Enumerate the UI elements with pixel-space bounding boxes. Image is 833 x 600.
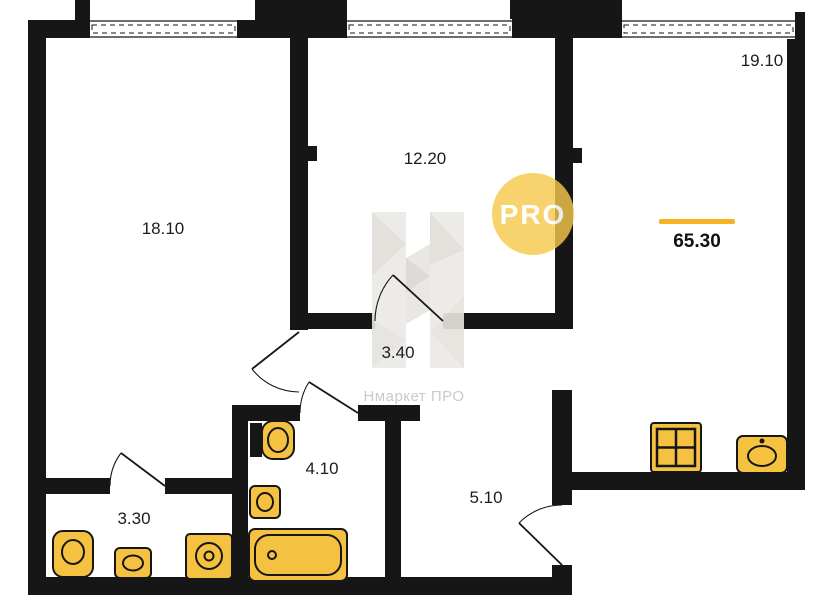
wc-toilet-inner [61,539,85,565]
h-logo-facet [406,258,430,292]
h-logo-facet [372,320,406,368]
room-area-label: 3.30 [117,509,150,528]
door-living-wc [109,452,166,487]
bathtub-icon [248,528,348,582]
wall-wc-top [28,478,110,494]
door-leaf [518,522,563,566]
wc-toilet-icon [52,530,94,591]
toilet-tank [250,423,262,457]
room-area-label: 12.20 [404,149,447,168]
door-swing-arc [251,368,300,393]
wall-hall-bottom [232,405,300,421]
total-area-accent-line [659,219,735,224]
watermark-pro-badge: PRO [492,173,574,255]
wc-sink-body [114,547,152,579]
wall-entrance [552,565,572,595]
door-leaf [392,274,444,322]
kitchen-sink-bowl [747,445,777,467]
kitchen-sink-body [736,435,788,474]
sink-body [249,485,281,519]
bathroom-sink-icon [249,485,281,519]
window-bedroom [347,19,512,39]
door-hall-living [251,331,300,393]
washer-drum [195,542,223,570]
wall-pier [510,0,622,38]
toilet-icon [250,420,295,460]
watermark-brand-text: Нмаркет ПРО [363,388,464,405]
h-logo-facet [372,212,406,276]
wall-bottom-left [28,577,572,595]
h-logo-facet [430,296,464,368]
wall-bathroom-right [385,421,401,595]
wc-sink-bowl [122,554,144,572]
wall-living-bedroom [290,38,308,330]
wall-entrance [552,390,572,505]
toilet-bowl-inner [267,427,289,453]
room-area-label: 5.10 [469,488,502,507]
wall-bathroom-left [232,405,248,595]
door-swing-arc [109,452,122,487]
window-gap [347,19,512,39]
wall-right [787,20,805,490]
total-area-block: 65.30 [659,219,735,252]
wall-hall-bottom [358,405,420,421]
wall-notch [308,146,317,161]
wall-notch [573,148,582,163]
wc-sink-icon [114,547,152,579]
bathtub-drain [267,550,277,560]
door-entrance [518,504,563,566]
watermark: Нмаркет ПРО PRO [363,173,574,405]
door-swing-arc [299,381,310,414]
wall-left [28,20,46,595]
doors [109,274,563,566]
h-logo-facet [430,212,464,265]
sink-bowl [256,492,274,512]
window-gap [90,19,237,39]
watermark-h-logo [372,212,464,368]
wall-pier [75,0,90,38]
washer-body [185,533,233,580]
wall-bottom-right [555,472,805,490]
door-hall-bathroom [299,381,359,414]
labels: 18.10 12.20 19.10 3.40 4.10 5.10 3.30 65… [117,51,783,528]
window-kitchen [622,19,795,39]
pro-badge-circle [492,173,574,255]
window-dash [91,24,236,34]
stove-icon [650,422,702,473]
door-leaf [120,452,166,487]
toilet-bowl [261,420,295,460]
kitchen-sink-icon [736,435,788,474]
washing-machine-icon [185,533,233,580]
window-dash [623,24,794,34]
wall-hall-top [443,313,573,329]
room-area-label: 3.40 [381,343,414,362]
room-area-label: 19.10 [741,51,784,70]
wall-pier [255,0,347,38]
door-leaf [308,381,359,414]
wall-bedroom-kitchen [555,38,573,313]
total-area-label: 65.30 [673,231,721,252]
door-bedroom-hall [374,274,444,322]
door-leaf [251,331,300,370]
wc-toilet-tank [59,577,87,591]
kitchen-sink-faucet [759,438,765,444]
door-swing-arc [518,504,563,524]
fixtures [52,420,788,591]
room-area-label: 18.10 [142,219,185,238]
wc-toilet-bowl [52,530,94,578]
bathtub-body [248,528,348,582]
window-gap [622,19,795,39]
door-swing-arc [374,274,394,322]
window-dash [348,24,511,34]
bathtub-inner [254,534,342,576]
pro-badge-text: PRO [500,199,567,230]
wall-hall-top [308,313,375,329]
room-area-label: 4.10 [305,459,338,478]
window-living [90,19,237,39]
washer-drum-inner [203,550,215,562]
wall-wc-top [165,478,248,494]
windows [90,19,795,39]
